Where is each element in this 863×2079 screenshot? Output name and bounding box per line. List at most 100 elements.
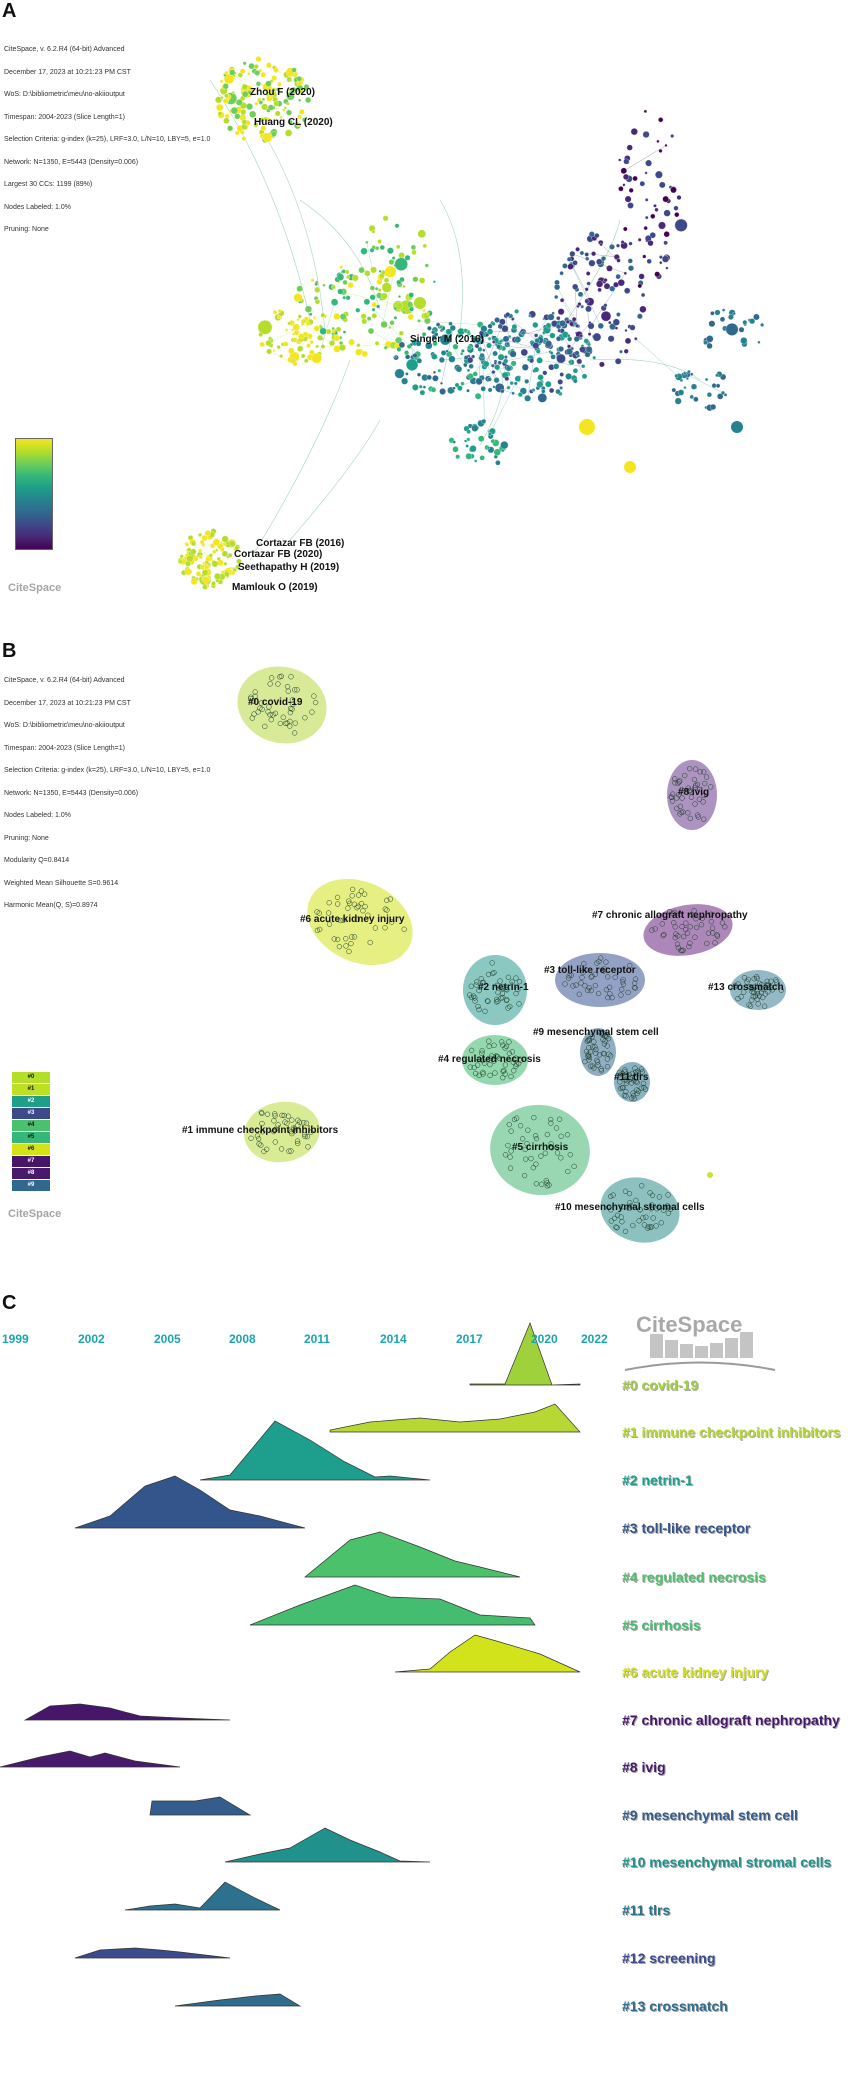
cluster-node [585, 1037, 591, 1043]
network-node [375, 246, 380, 251]
network-node [663, 240, 668, 246]
cluster-node [760, 994, 766, 1001]
network-node [257, 320, 273, 335]
timeline-cluster-label: #3 toll-like receptor [622, 1520, 751, 1536]
cluster-ridge [394, 1634, 581, 1673]
network-edge [527, 345, 536, 399]
cluster-node [278, 1146, 285, 1152]
network-node [497, 353, 505, 361]
network-node [221, 535, 229, 543]
year-tick: 2002 [78, 1332, 105, 1346]
network-node [415, 340, 422, 347]
network-node [511, 391, 515, 395]
cluster-node [676, 779, 682, 785]
info-line: Largest 30 CCs: 1199 (89%) [4, 181, 93, 188]
network-edge [289, 419, 381, 541]
network-node [185, 560, 191, 567]
cluster-node [686, 788, 692, 794]
network-node [588, 259, 596, 267]
cluster-node [613, 1224, 619, 1230]
network-node [624, 337, 632, 345]
network-node [228, 540, 236, 548]
network-node [535, 349, 541, 354]
logo-bar [740, 1332, 753, 1358]
network-node [452, 440, 456, 444]
network-node [614, 326, 619, 330]
network-node [742, 319, 748, 325]
legend-cell: #8 [12, 1168, 50, 1180]
network-node [715, 383, 721, 389]
cluster-node [589, 973, 595, 979]
network-node [405, 354, 411, 360]
cluster-node [570, 983, 576, 989]
network-node [317, 334, 323, 341]
network-node [721, 308, 726, 312]
network-node [223, 73, 235, 85]
network-node [614, 358, 622, 365]
network-node [303, 84, 310, 90]
cluster-node [578, 980, 584, 986]
network-node [296, 318, 300, 322]
network-node [600, 256, 607, 262]
network-node [277, 309, 282, 313]
cluster-label: #13 crossmatch [708, 982, 784, 993]
cluster-node [565, 1168, 571, 1175]
network-node [331, 326, 335, 331]
cluster-node [502, 1062, 509, 1068]
network-node [555, 336, 562, 342]
cluster-node [513, 1061, 520, 1067]
network-node [294, 89, 298, 94]
panel-a-info: CiteSpace, v. 6.2.R4 (64-bit) Advanced D… [4, 31, 210, 249]
cluster-node [492, 1070, 498, 1076]
cluster-node [287, 718, 293, 725]
network-node [361, 350, 368, 358]
network-node [612, 318, 620, 326]
network-node [286, 76, 292, 83]
network-node [558, 346, 564, 352]
network-node [616, 243, 620, 248]
network-node [520, 348, 528, 357]
cluster-node [634, 1079, 640, 1086]
network-node [642, 131, 650, 138]
cluster-node [602, 1032, 609, 1039]
network-node [606, 265, 613, 272]
network-node [342, 279, 348, 285]
network-node [356, 343, 361, 348]
cluster-node [648, 1206, 654, 1212]
cluster-node [622, 1188, 629, 1194]
network-node [366, 316, 372, 321]
network-node [616, 312, 621, 317]
network-node [624, 195, 632, 203]
cluster-node [750, 994, 756, 1000]
cluster-node [389, 919, 395, 925]
network-node [258, 100, 264, 105]
network-node [494, 364, 501, 371]
network-node [266, 348, 272, 355]
network-node [717, 393, 724, 400]
cluster-node [631, 1096, 637, 1102]
network-node [306, 343, 311, 348]
network-node [198, 548, 202, 553]
network-node [310, 278, 315, 283]
network-node [629, 324, 636, 331]
cluster-node [382, 906, 388, 912]
cluster-label: #9 mesenchymal stem cell [533, 1027, 659, 1038]
cluster-node [679, 948, 685, 954]
cluster-node [254, 1133, 261, 1139]
network-node [259, 341, 265, 348]
cluster-node [622, 1077, 628, 1083]
cluster-node [331, 936, 337, 942]
cluster-node [682, 926, 689, 933]
network-node [394, 257, 408, 271]
network-node [557, 308, 565, 316]
cluster-node [581, 961, 587, 967]
network-node [623, 158, 630, 165]
cluster-node [266, 704, 272, 710]
cluster-node [677, 811, 683, 817]
network-node [271, 131, 277, 137]
cluster-ridge [224, 1827, 431, 1863]
logo-bar [680, 1344, 693, 1358]
cluster-node [304, 1133, 311, 1140]
network-node [268, 336, 273, 341]
network-node [261, 97, 266, 101]
